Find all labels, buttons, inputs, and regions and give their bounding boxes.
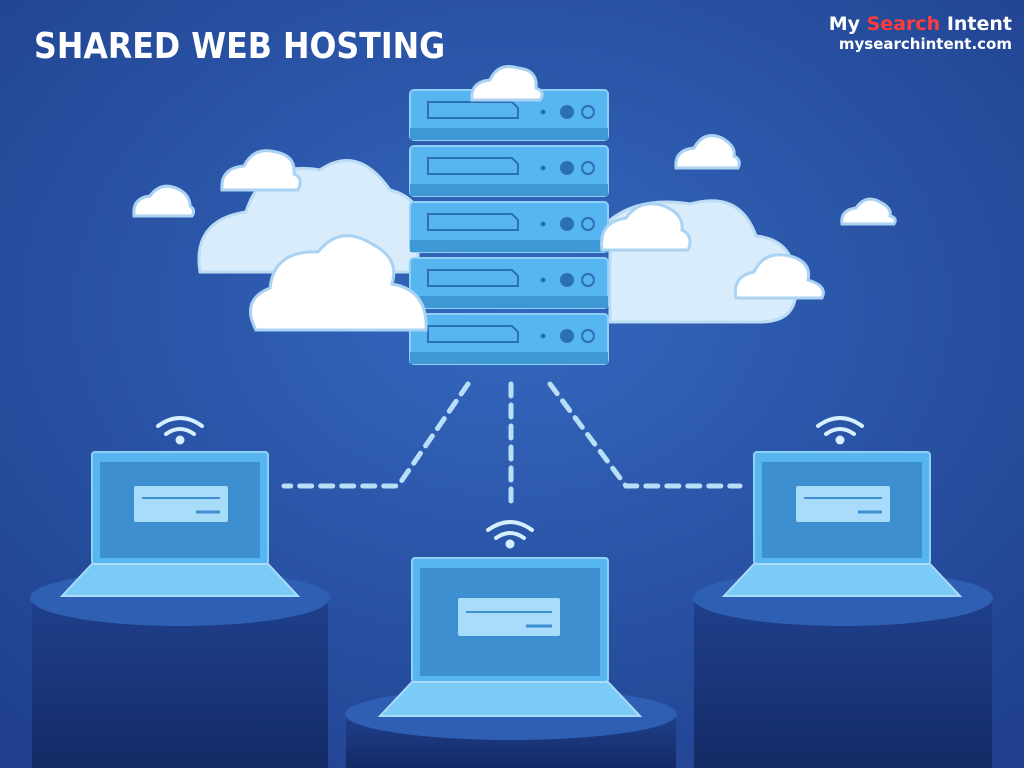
network-connections: [281, 381, 743, 511]
brand-logo: My Search Intent mysearchintent.com: [829, 14, 1012, 54]
page-title: SHARED WEB HOSTING: [34, 26, 446, 67]
brand-name-suffix: Intent: [946, 13, 1012, 35]
wifi-icon: [156, 416, 864, 549]
laptop-icon: [59, 451, 301, 597]
brand-url: mysearchintent.com: [838, 35, 1012, 53]
brand-name-accent: Search: [866, 13, 941, 35]
brand-name: My Search Intent: [829, 14, 1012, 35]
laptop-icon: [721, 451, 963, 597]
server-rack-icon: [409, 89, 609, 365]
cloud-icon: [132, 65, 897, 332]
laptop-icon: [377, 557, 643, 717]
brand-name-prefix: My: [828, 13, 860, 35]
